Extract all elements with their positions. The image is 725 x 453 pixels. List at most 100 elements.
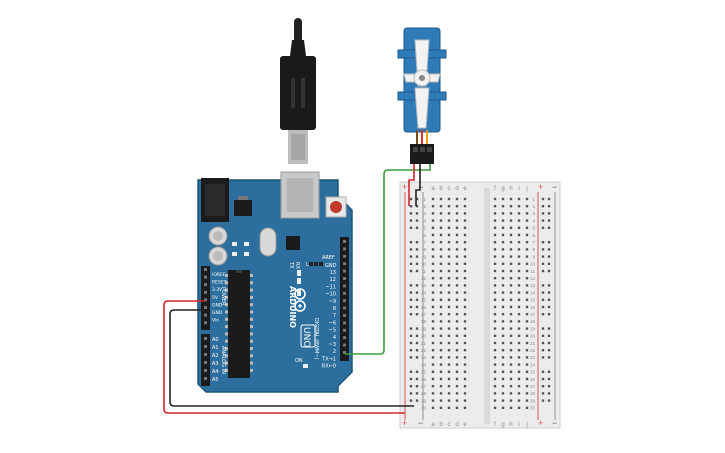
row-number: 27 [530,384,536,389]
pin-hole[interactable] [343,314,346,317]
power-header[interactable] [201,266,210,330]
wire-5v-red[interactable] [163,300,405,414]
pin-hole[interactable] [343,254,346,258]
pin-hole[interactable] [204,369,207,372]
row-number: 26 [421,377,427,382]
pin-hole[interactable] [204,337,207,340]
row-number: 25 [530,370,536,375]
breadboard-holes[interactable] [409,197,551,409]
wire-signal-green[interactable] [345,164,431,355]
usb-cable[interactable] [280,18,316,164]
digital-pin-label: ~11 [325,284,336,290]
pin-hole[interactable] [343,284,346,288]
row-number: 3 [423,211,426,216]
row-number: 11 [530,269,535,274]
pin-hole[interactable] [204,306,207,309]
pin-hole[interactable] [343,343,346,347]
pin-hole[interactable] [343,299,346,303]
rail-minus-bottom-right: − [552,418,557,428]
power-pin-label: Vin [212,318,219,324]
wire-servo-power-red[interactable] [408,164,415,206]
pin-hole[interactable] [204,313,207,317]
pin-hole[interactable] [343,328,346,332]
row-number: 22 [530,348,536,353]
gnd-label: GND [325,263,337,269]
pin-hole[interactable] [343,269,346,273]
analog-pin-label: A2 [212,353,219,359]
pin-hole[interactable] [204,361,207,364]
row-number: 13 [421,283,427,288]
analog-pin-label: A5 [212,377,219,383]
column-letter: c [448,186,451,192]
power-pin-label: RESET [212,280,227,286]
row-number: 18 [530,319,536,324]
digital-pin-label: RX←0 [322,364,336,370]
row-number: 1 [423,197,426,202]
digital-pin-label: ~3 [329,342,336,348]
row-number: 23 [421,355,427,360]
row-number: 21 [530,341,536,346]
row-number: 27 [421,384,427,389]
analog-pin-label: A1 [212,345,219,351]
pin-hole[interactable] [343,336,346,340]
pin-hole[interactable] [343,240,346,243]
pin-hole[interactable] [204,290,207,294]
pin-hole[interactable] [204,268,207,271]
pin-hole[interactable] [204,283,207,287]
pin-hole[interactable] [204,353,207,356]
column-letter: h [509,422,512,428]
row-number: 29 [530,398,536,403]
arduino-uno-board[interactable]: TX RX L AREF GND 1312~11~10~987~6~54~32T… [197,171,353,393]
column-letter: g [501,422,504,428]
digital-pin-label: ~6 [329,320,336,326]
pin-hole[interactable] [204,321,207,325]
wire-gnd-black[interactable] [169,309,414,407]
power-pin-label: GND [212,310,223,316]
brand-label: ARDUINO [288,286,297,328]
row-number: 23 [530,355,536,360]
wire-servo-ground-black[interactable] [415,164,421,206]
pin-hole[interactable] [343,351,346,354]
pin-hole[interactable] [343,247,346,251]
analog-header[interactable] [201,334,210,386]
column-letter: d [455,422,458,428]
row-number: 1 [532,197,535,202]
servo-motor[interactable] [397,27,447,164]
tx-label: TX [288,261,294,269]
atmega-chip [228,270,250,378]
row-number: 4 [532,218,535,223]
row-number: 5 [532,226,535,231]
digital-pin-label: ~10 [325,292,336,298]
arduino-logo [294,288,306,312]
row-number: 19 [530,326,536,331]
pin-hole[interactable] [343,306,346,310]
chip-pins [225,274,253,372]
pin-hole[interactable] [343,262,346,266]
digital-pin-label: ~9 [329,299,336,305]
row-number: 22 [421,348,427,353]
column-letter: e [463,186,467,192]
model-label: UNO [301,327,311,347]
l-label: L [306,262,309,268]
pin-hole[interactable] [204,377,207,380]
row-number: 17 [530,312,536,317]
pin-hole[interactable] [343,277,346,280]
pin-hole[interactable] [343,291,346,295]
row-number: 21 [421,341,427,346]
pin-hole[interactable] [343,321,346,325]
servo-horn[interactable] [403,39,441,129]
pin-hole[interactable] [204,275,207,279]
column-letter: f [494,422,496,428]
row-number: 12 [530,276,536,281]
row-number: 8 [532,247,535,252]
rx-label: RX [294,262,300,269]
column-letter: e [463,422,467,428]
digital-header[interactable] [340,237,349,361]
row-number: 3 [532,211,535,216]
pin-hole[interactable] [204,298,207,302]
row-number: 10 [421,262,427,267]
pin-hole[interactable] [204,345,207,348]
